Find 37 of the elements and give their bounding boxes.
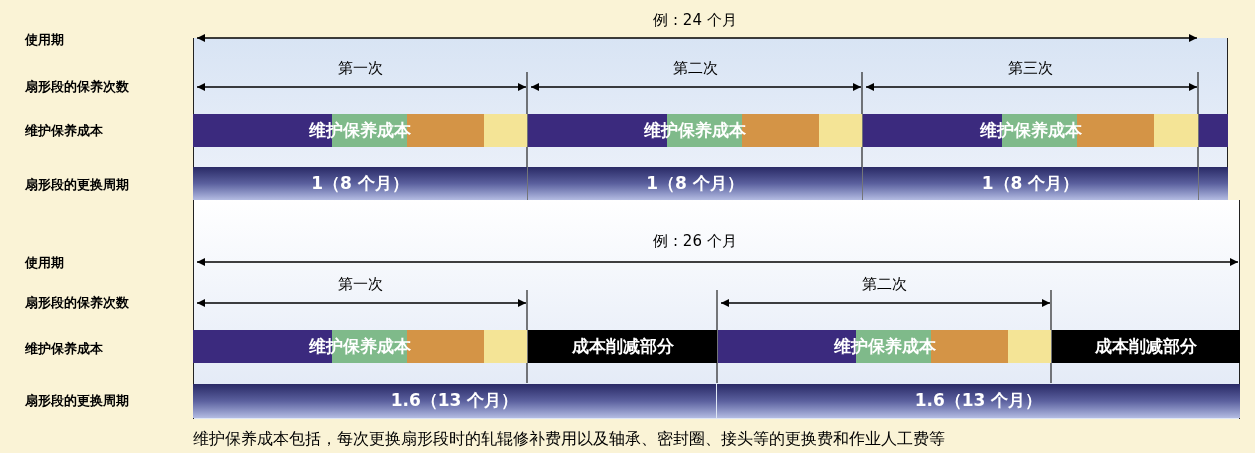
bar-label: 1.6（13 个月） (914, 389, 1043, 413)
cost-saving-bar (1052, 330, 1240, 363)
cycle-bar (1199, 167, 1228, 200)
cycle-bar (193, 384, 716, 418)
cycle-bar (193, 167, 527, 200)
row-label: 使用期 (25, 254, 64, 272)
row-label: 维护保养成本 (25, 340, 103, 358)
cost-bar (528, 114, 862, 147)
bar-label: 1（8 个月） (646, 171, 744, 195)
cost-bar (863, 114, 1198, 147)
bar-label: 1.6（13 个月） (390, 389, 519, 413)
cycle-bar (863, 167, 1198, 200)
bar-label: 成本削减部分 (1095, 334, 1197, 358)
cycle-bar (528, 167, 862, 200)
row-label: 维护保养成本 (25, 122, 103, 140)
cost-bar (1199, 114, 1228, 147)
period-label: 例 : 24 个月 (652, 10, 738, 30)
bar-label: 1（8 个月） (981, 171, 1080, 195)
cost-bar (193, 330, 527, 363)
cost-bar (718, 330, 1051, 363)
cost-bar (193, 114, 527, 147)
row-label: 扇形段的更换周期 (25, 392, 129, 410)
cost-saving-bar (528, 330, 717, 363)
row-label: 扇形段的更换周期 (25, 176, 129, 194)
bar-label: 成本削减部分 (571, 334, 674, 358)
caption: 维护保养成本包括，每次更换扇形段时的轧辊修补费用以及轴承、密封圈、接头等的更换费和作业人工费等 (193, 428, 945, 450)
period-label: 例 : 26 个月 (652, 231, 738, 251)
period-label: 第三次 (1006, 58, 1054, 78)
row-label: 使用期 (25, 31, 64, 49)
period-label: 第一次 (336, 274, 384, 294)
row-label: 扇形段的保养次数 (25, 294, 129, 312)
row-label: 扇形段的保养次数 (25, 78, 129, 96)
period-label: 第二次 (860, 274, 908, 294)
period-label: 第一次 (336, 58, 384, 78)
period-label: 第二次 (671, 58, 719, 78)
cycle-bar (717, 384, 1240, 418)
bar-label: 1（8 个月） (311, 171, 409, 195)
